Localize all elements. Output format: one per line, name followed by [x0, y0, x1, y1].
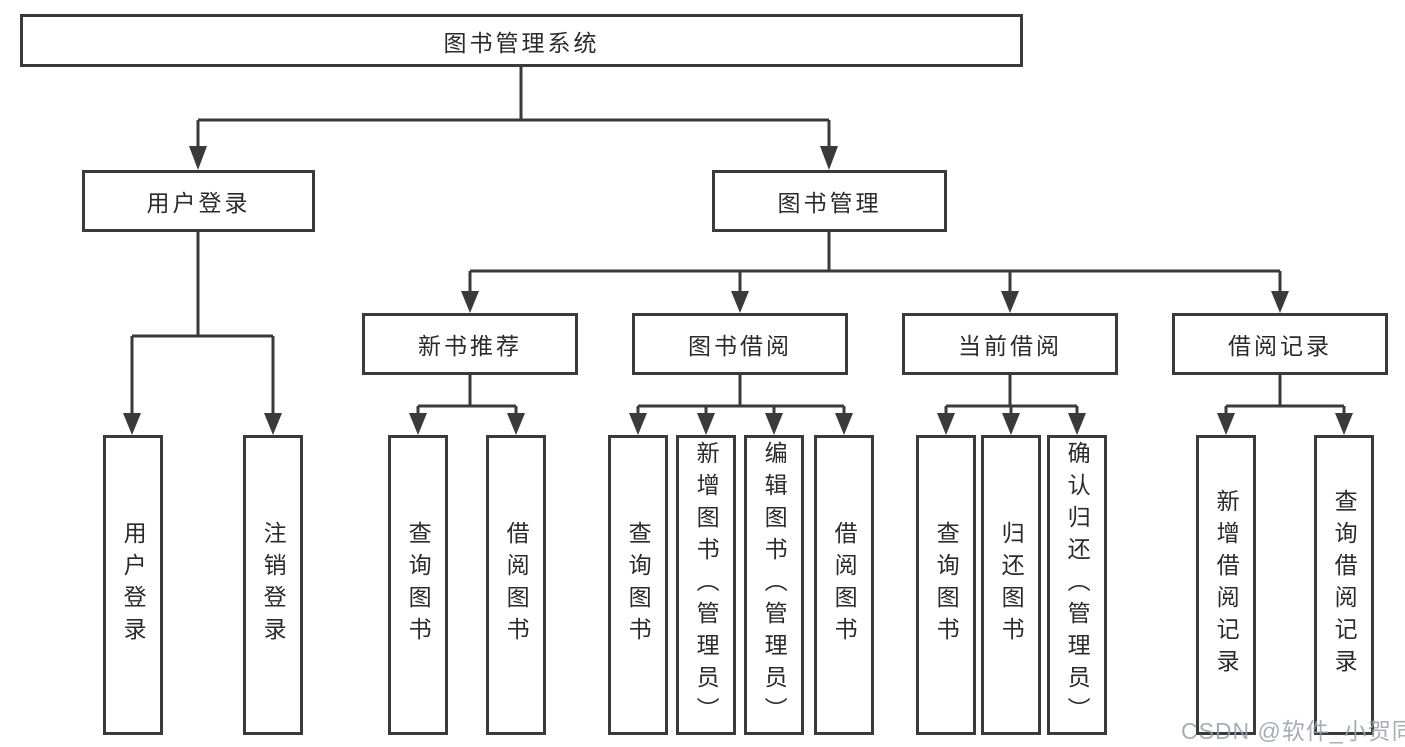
node-current-borrowing: 当前借阅 — [902, 313, 1118, 375]
csdn-watermark: CSDN @软件_小贺同学 — [1181, 718, 1405, 744]
leaf-label: 用户登录 — [120, 521, 147, 649]
leaf-label: 新增图书（管理员） — [693, 441, 720, 729]
node-label: 当前借阅 — [958, 333, 1062, 359]
leaf-label: 新增借阅记录 — [1213, 489, 1240, 681]
node-book-borrowing: 图书借阅 — [632, 313, 848, 375]
leaf-label: 借阅图书 — [503, 521, 530, 649]
leaf-label: 查询图书 — [933, 521, 960, 649]
leaf-label: 注销登录 — [260, 521, 287, 649]
leaf-label: 归还图书 — [998, 521, 1025, 649]
leaf-borrow-borrow-books: 借阅图书 — [814, 435, 874, 735]
leaf-logout: 注销登录 — [243, 435, 303, 735]
node-label: 图书管理 — [777, 190, 882, 216]
leaf-record-add-borrow-record: 新增借阅记录 — [1196, 435, 1256, 735]
leaf-newbook-borrow-books: 借阅图书 — [486, 435, 546, 735]
leaf-label: 查询图书 — [405, 521, 432, 649]
node-user-login-branch: 用户登录 — [82, 170, 315, 232]
leaf-label: 确认归还（管理员） — [1064, 441, 1091, 729]
node-label: 用户登录 — [146, 190, 251, 216]
leaf-record-query-borrow-record: 查询借阅记录 — [1314, 435, 1374, 735]
leaf-current-return-books: 归还图书 — [981, 435, 1041, 735]
leaf-label: 编辑图书（管理员） — [761, 441, 788, 729]
node-label: 图书借阅 — [688, 333, 792, 359]
leaf-borrow-edit-books-admin: 编辑图书（管理员） — [744, 435, 804, 735]
leaf-current-confirm-return-admin: 确认归还（管理员） — [1047, 435, 1107, 735]
leaf-label: 借阅图书 — [831, 521, 858, 649]
leaf-user-login: 用户登录 — [103, 435, 163, 735]
leaf-current-query-books: 查询图书 — [916, 435, 976, 735]
node-borrowing-records: 借阅记录 — [1172, 313, 1388, 375]
leaf-borrow-query-books: 查询图书 — [608, 435, 668, 735]
leaf-borrow-add-books-admin: 新增图书（管理员） — [676, 435, 736, 735]
node-root-system: 图书管理系统 — [20, 14, 1023, 67]
node-label: 借阅记录 — [1228, 333, 1332, 359]
arrowheads — [123, 146, 1353, 435]
node-book-management-branch: 图书管理 — [712, 170, 947, 232]
node-root-label: 图书管理系统 — [443, 29, 600, 56]
node-label: 新书推荐 — [418, 333, 522, 359]
leaf-label: 查询借阅记录 — [1331, 489, 1358, 681]
leaf-newbook-query-books: 查询图书 — [388, 435, 448, 735]
node-new-book-recommend: 新书推荐 — [362, 313, 578, 375]
leaf-label: 查询图书 — [625, 521, 652, 649]
